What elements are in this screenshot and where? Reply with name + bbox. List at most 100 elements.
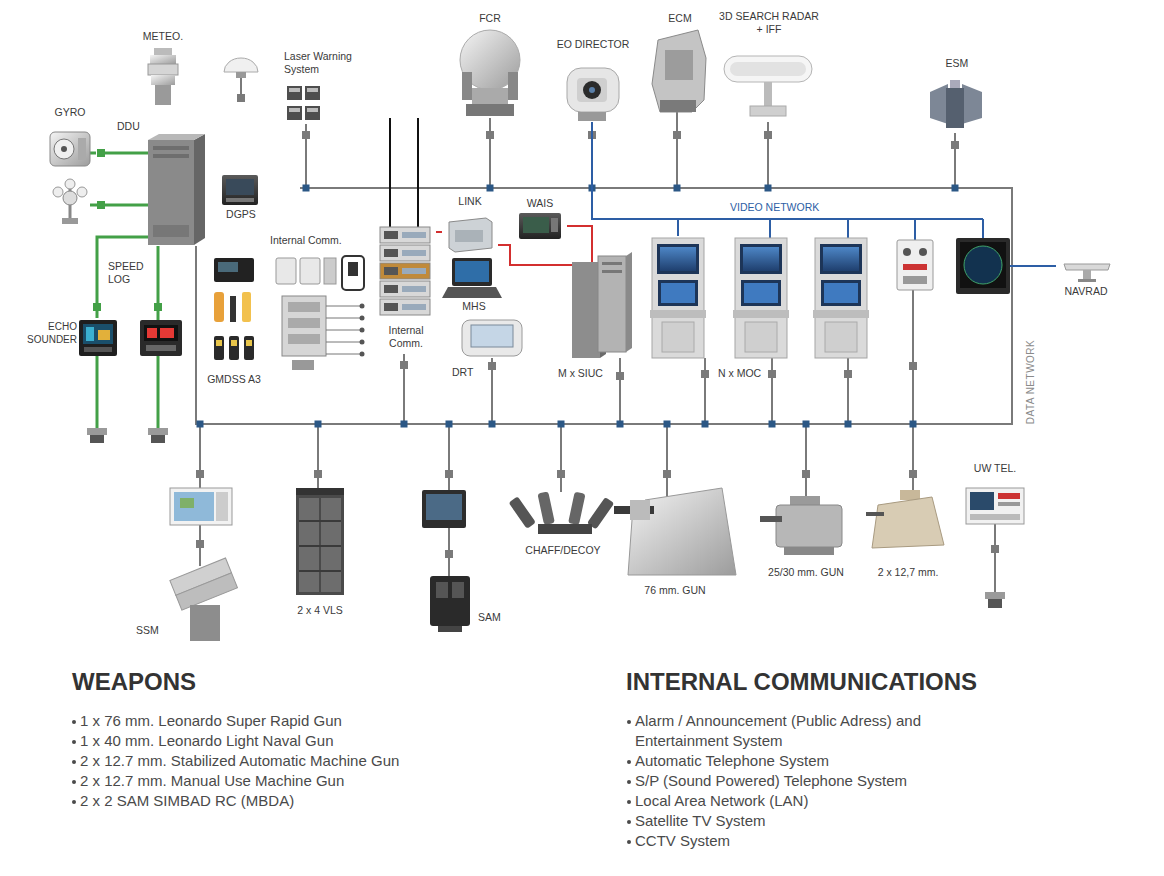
echo-sounder-display <box>98 330 110 340</box>
ecm-unit <box>665 50 693 80</box>
device-node: LINK <box>442 193 498 255</box>
gyro-unit <box>54 139 74 159</box>
echo-sounder-display <box>79 320 117 356</box>
moc-console <box>660 247 696 271</box>
device-node: 2 x 4 VLS <box>288 490 352 620</box>
uw-telephone <box>970 514 1020 520</box>
data-network-bus <box>448 424 450 490</box>
green-sensor-line <box>90 152 96 155</box>
gmdss-radios <box>242 292 251 322</box>
device-label: EO DIRECTOR <box>550 38 636 51</box>
internal-comm-equipment <box>342 256 364 290</box>
device-label: Internal Comm. <box>270 234 342 247</box>
connector-square <box>196 540 204 548</box>
device-label: DGPS <box>218 208 264 221</box>
wais-unit <box>519 213 561 239</box>
internal-comm-equipment <box>292 360 314 370</box>
bus-junction <box>845 421 852 428</box>
black-cable <box>390 118 418 227</box>
comm-rack <box>402 268 426 274</box>
ddu-cabinet <box>148 134 205 245</box>
network-label: DATA NETWORK <box>1025 340 1037 425</box>
list-item: S/P (Sound Powered) Telephone System <box>635 771 965 791</box>
transducer <box>148 428 168 435</box>
moc-console <box>740 244 782 274</box>
connector-square <box>909 470 917 478</box>
search-radar <box>764 82 772 106</box>
internal-comm-equipment <box>276 258 296 284</box>
connector-line <box>98 152 115 155</box>
speed-log-display <box>140 320 182 356</box>
green-sensor-line <box>157 356 160 428</box>
device-node: CHAFF/DECOY <box>514 486 612 558</box>
list-item: 2 x 12.7 mm. Manual Use Machine Gun <box>80 771 399 791</box>
device-node: N x MOC <box>648 236 874 382</box>
list-item: 1 x 40 mm. Leonardo Light Naval Gun <box>80 731 399 751</box>
dgps-display <box>222 175 258 205</box>
device-label: ECM <box>646 12 714 25</box>
connector-line <box>498 245 556 265</box>
device-node: DRT <box>450 316 526 380</box>
drt-terminal <box>462 320 522 356</box>
vls-launcher <box>296 488 344 595</box>
moc-console <box>741 280 781 306</box>
list-row: 1 x 40 mm. Leonardo Light Naval Gun <box>72 731 399 751</box>
bus-junction <box>674 185 681 192</box>
eo-director <box>578 112 606 121</box>
device-label: ESM <box>922 57 992 70</box>
laser-sensors <box>289 108 300 112</box>
vls-launcher <box>296 495 344 595</box>
list-bullet <box>627 800 631 804</box>
device-node: Internal Comm. <box>268 232 372 374</box>
connector-square <box>673 131 681 139</box>
meteo-sensor <box>151 75 175 85</box>
gun-25-30mm <box>784 547 834 555</box>
ecm-unit <box>660 100 696 112</box>
laser-sensors <box>305 106 320 120</box>
bus-junction <box>446 421 453 428</box>
wind-sensor <box>53 187 63 197</box>
meteo-sensor <box>155 85 171 105</box>
dgps-antenna <box>224 58 258 72</box>
device-label: LINK <box>444 195 496 208</box>
esm-antenna <box>946 88 964 128</box>
gyro-unit <box>61 146 67 152</box>
chaff-launcher <box>568 492 585 526</box>
link-unit <box>449 218 492 252</box>
ssm-launcher <box>176 573 238 610</box>
device-node: DDU <box>115 118 207 246</box>
gmdss-radios <box>218 262 238 272</box>
chaff-launcher <box>537 491 554 525</box>
device-label: METEO. <box>138 30 188 43</box>
transducer <box>985 592 1005 599</box>
internal-comm-equipment <box>326 330 360 331</box>
gun-12-7mm <box>872 497 944 548</box>
uw-telephone <box>966 488 1024 524</box>
internal-comm-equipment <box>360 352 365 357</box>
data-network-bus <box>994 524 996 592</box>
data-network-bus <box>805 424 807 496</box>
radar-display <box>964 246 1002 284</box>
device-label: WAIS <box>515 197 565 210</box>
transducer <box>988 599 1002 608</box>
sam-launcher <box>430 576 470 626</box>
gun-76mm <box>628 488 736 575</box>
control-panel <box>903 264 927 270</box>
wais-unit <box>519 213 561 239</box>
data-network-bus <box>847 358 849 424</box>
gyro-unit <box>50 132 90 166</box>
list-item: Local Area Network (LAN) <box>635 791 965 811</box>
gmdss-radios <box>246 340 252 346</box>
siuc-cabinets <box>598 256 626 352</box>
transducer <box>90 435 104 443</box>
internal-comm-equipment <box>326 354 360 355</box>
device-label: N x MOC <box>718 367 761 380</box>
device-node: Internal Comm. <box>376 222 436 354</box>
device-label: CHAFF/DECOY <box>516 544 610 557</box>
eo-director <box>567 68 619 112</box>
video-network-bus <box>1010 265 1056 267</box>
data-network-bus <box>317 424 319 488</box>
moc-console <box>823 247 859 271</box>
ssm-console <box>180 498 194 508</box>
comm-rack <box>380 281 430 297</box>
